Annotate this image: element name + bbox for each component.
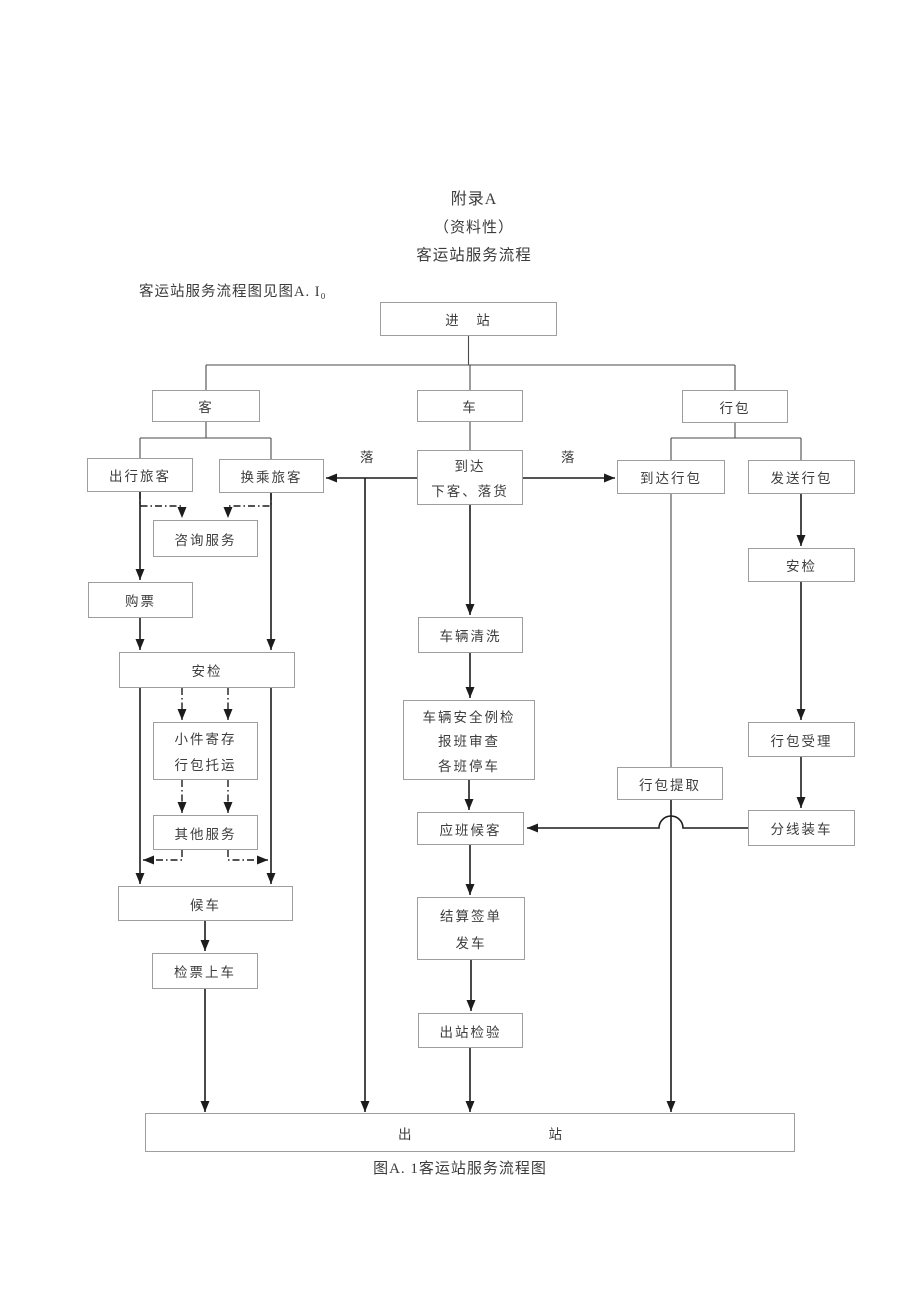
node-ticket-purchase: 购票 [88,582,193,618]
node-security-check-left: 安检 [119,652,295,688]
node-deposit-line1: 小件寄存 [174,732,237,748]
node-arrival: 到达 下客、落货 [417,450,523,505]
node-transfer-passenger: 换乘旅客 [219,459,324,493]
node-arrival-line1: 到达 [454,459,486,475]
edge-transfer-to-consult [223,493,272,518]
edge-other-to-waiting-left [143,850,183,865]
intro-text: 客运站服务流程图见图A. I₀ [139,284,327,300]
node-settlement-departure: 结算签单 发车 [417,897,525,960]
figure-caption: 图A. 1客运站服务流程图 [373,1161,547,1177]
node-settlement-line1: 结算签单 [440,909,502,924]
edge-departing-to-consult [139,492,187,518]
node-luggage-acceptance: 行包受理 [748,722,855,757]
edge-label-drop-right: 落 [561,450,575,465]
node-deposit-line2: 行包托运 [174,757,237,773]
node-inspection-line2: 报班审查 [438,734,500,749]
node-luggage-deposit: 小件寄存 行包托运 [153,722,258,780]
node-passenger: 客 [152,390,260,422]
node-consult-service: 咨询服务 [153,520,258,557]
appendix-subtitle: （资料性） [433,220,514,236]
node-waiting: 候车 [118,886,293,921]
appendix-heading: 客运站服务流程 [416,247,532,264]
node-vehicle-cleaning: 车辆清洗 [418,617,523,653]
node-luggage: 行包 [682,390,788,423]
node-departing-passenger: 出行旅客 [87,458,193,492]
node-line-loading: 分线装车 [748,810,855,846]
node-arrival-luggage: 到达行包 [617,460,725,494]
exit-label-right: 站 [548,1126,564,1142]
appendix-title-block: 附录A （资料性） 客运站服务流程 [14,186,920,270]
node-other-services: 其他服务 [153,815,258,850]
node-enter-station: 进 站 [380,302,557,336]
node-arrival-line2: 下客、落货 [431,483,509,499]
node-luggage-pickup: 行包提取 [617,767,723,800]
edge-loading-to-scheduled [527,815,748,833]
node-exit-inspection: 出站检验 [418,1013,523,1048]
node-vehicle: 车 [417,390,523,422]
edge-other-to-waiting-right [227,850,268,865]
node-settlement-line2: 发车 [455,936,487,951]
appendix-title: 附录A [450,191,498,208]
exit-label-left: 出 [398,1126,414,1142]
node-security-check-right: 安检 [748,548,855,582]
node-scheduled-boarding: 应班候客 [417,812,524,845]
edge-label-drop-left: 落 [360,450,374,465]
node-inspection-line3: 各班停车 [438,758,500,774]
node-send-luggage: 发送行包 [748,460,855,494]
node-inspection-line1: 车辆安全例检 [422,709,516,725]
node-vehicle-inspection: 车辆安全例检 报班审查 各班停车 [403,700,535,780]
node-exit-station: 出 站 [145,1113,795,1152]
node-ticket-check-boarding: 检票上车 [152,953,258,989]
